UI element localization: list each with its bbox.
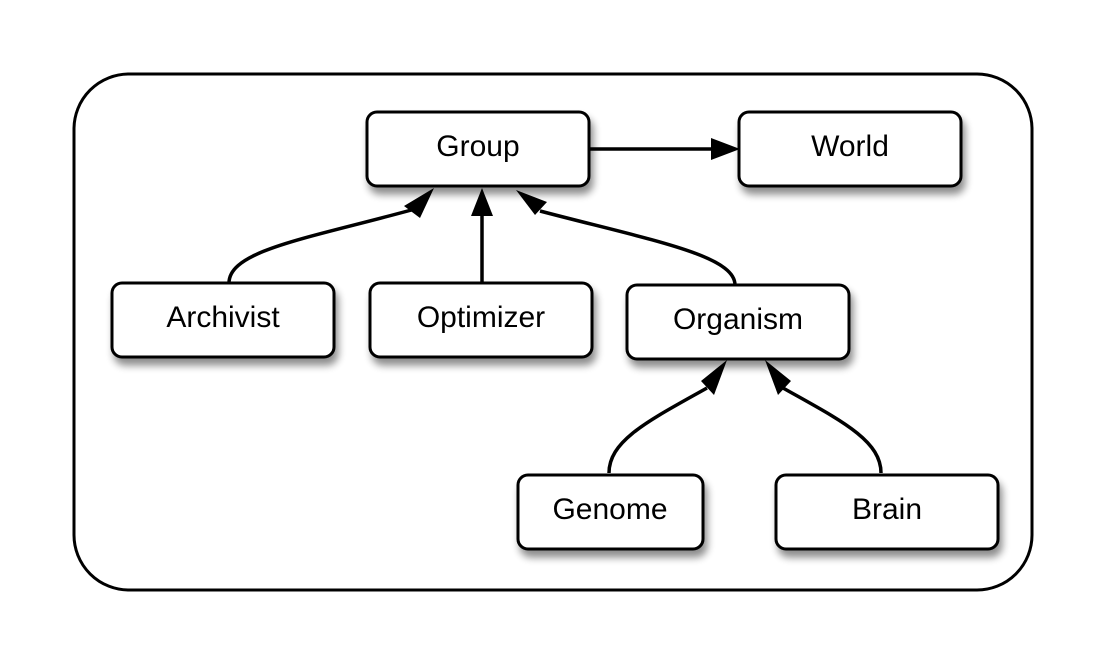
arrowhead-world (711, 138, 740, 160)
arrowhead-group-center (471, 188, 493, 216)
edge-archivist-group (227, 207, 416, 284)
node-organism-label: Organism (673, 303, 803, 336)
arrowhead-organism-right (765, 360, 791, 395)
arrowhead-organism-left (701, 360, 727, 395)
edge-organism-group (539, 209, 737, 286)
edge-genome-organism (607, 386, 708, 474)
node-optimizer-label: Optimizer (417, 301, 545, 334)
node-brain[interactable] (774, 473, 1000, 551)
edge-brain-organism (782, 386, 883, 474)
node-group[interactable] (365, 110, 591, 188)
arrowhead-group-right (516, 190, 547, 215)
node-archivist[interactable] (110, 281, 336, 359)
node-world-label: World (811, 130, 889, 163)
node-optimizer[interactable] (368, 281, 594, 359)
arrowheads (404, 138, 791, 395)
node-group-label: Group (436, 130, 519, 163)
node-archivist-label: Archivist (166, 301, 280, 334)
edges (227, 147, 883, 474)
node-world[interactable] (737, 110, 963, 188)
arrowhead-group-left (404, 188, 434, 218)
node-organism[interactable] (625, 283, 851, 361)
node-genome-label: Genome (552, 493, 667, 526)
node-brain-label: Brain (852, 493, 922, 526)
node-genome[interactable] (516, 473, 705, 551)
